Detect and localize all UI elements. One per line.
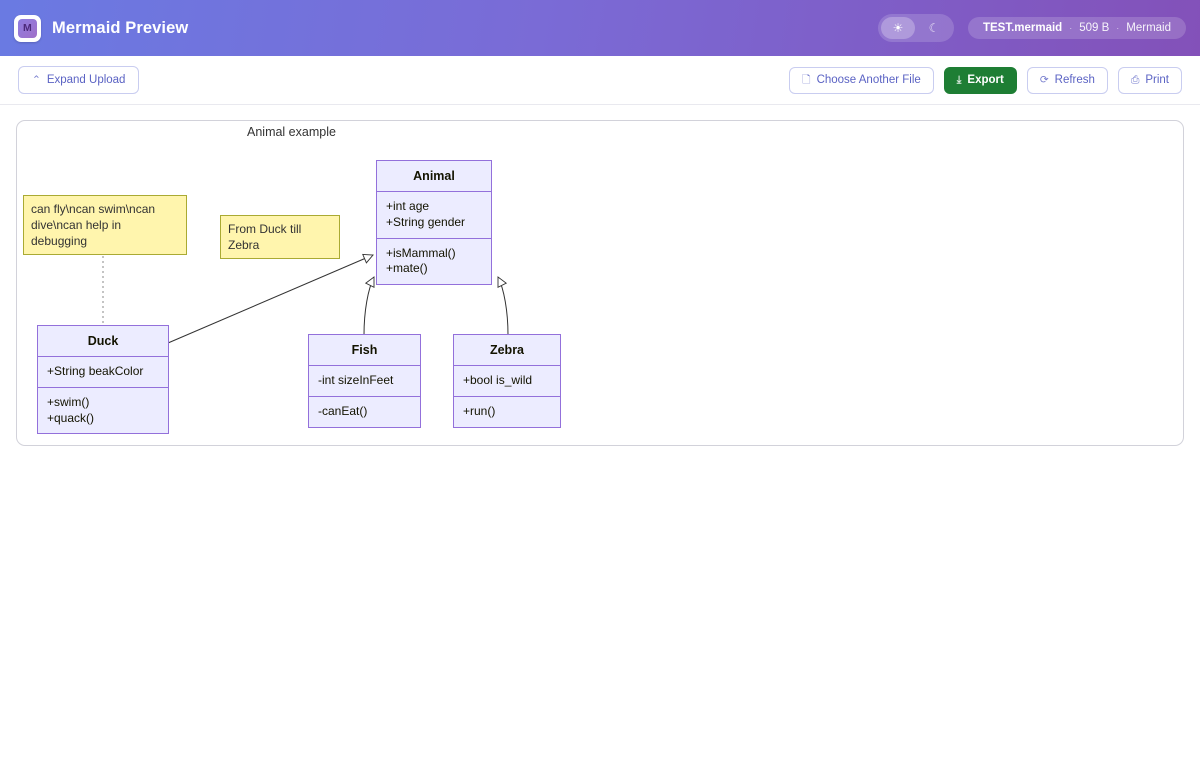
class-zebra[interactable]: Zebra +bool is_wild +run() <box>453 334 561 428</box>
refresh-button[interactable]: ⟳ Refresh <box>1026 66 1108 94</box>
file-size: 509 B <box>1079 22 1110 34</box>
theme-toggle[interactable]: ☀ ☾ <box>877 14 954 42</box>
class-animal[interactable]: Animal +int age +String gender +isMammal… <box>376 160 492 286</box>
chevron-up-icon: ⌃ <box>32 73 41 86</box>
expand-upload-label: Expand Upload <box>46 74 126 86</box>
choose-another-file-button[interactable]: 🗋 Choose Another File <box>789 66 934 94</box>
attribute: +String gender <box>386 214 466 229</box>
choose-another-file-label: Choose Another File <box>816 74 921 86</box>
export-label: Export <box>967 74 1004 86</box>
class-fish[interactable]: Fish -int sizeInFeet -canEat() <box>308 334 421 428</box>
print-button[interactable]: ⎙ Print <box>1117 66 1182 94</box>
printer-icon: ⎙ <box>1130 73 1140 86</box>
relations-svg <box>102 241 509 344</box>
method: -canEat() <box>318 403 368 418</box>
relation-zebra-animal <box>498 277 509 336</box>
class-zebra-methods: +run() <box>454 395 560 427</box>
note-duck: can fly\ncan swim\ncan dive\ncan help in… <box>23 195 187 256</box>
diagram-canvas[interactable]: Animal example can fly\ncan swi <box>16 120 1184 446</box>
class-animal-methods: +isMammal() +mate() <box>377 237 491 285</box>
file-type: Mermaid <box>1126 22 1171 34</box>
toolbar-actions: 🗋 Choose Another File ⤓ Export ⟳ Refresh… <box>789 66 1182 94</box>
class-duck-attributes: +String beakColor <box>38 356 168 387</box>
class-duck[interactable]: Duck +String beakColor +swim() +quack() <box>37 325 169 435</box>
header-right: ☀ ☾ TEST.mermaid · 509 B · Mermaid <box>877 14 1186 42</box>
method: +swim() <box>47 394 90 409</box>
method: +run() <box>463 403 496 418</box>
file-info-pill: TEST.mermaid · 509 B · Mermaid <box>967 17 1186 39</box>
separator-2: · <box>1116 23 1120 33</box>
page-title: Mermaid Preview <box>52 18 189 37</box>
app-header: M Mermaid Preview ☀ ☾ TEST.mermaid · 509… <box>0 0 1200 56</box>
attribute: +String beakColor <box>47 364 144 378</box>
class-zebra-attributes: +bool is_wild <box>454 365 560 396</box>
attribute: +int age <box>386 199 430 213</box>
print-label: Print <box>1145 74 1169 86</box>
class-duck-name: Duck <box>87 334 119 348</box>
class-fish-name: Fish <box>351 343 378 357</box>
brand: M Mermaid Preview <box>14 14 189 42</box>
export-button[interactable]: ⤓ Export <box>943 66 1017 94</box>
file-name: TEST.mermaid <box>982 22 1063 34</box>
class-zebra-name: Zebra <box>489 343 525 357</box>
attribute: +bool is_wild <box>463 373 533 387</box>
file-icon: 🗋 <box>802 73 811 86</box>
attribute: -int sizeInFeet <box>318 373 394 387</box>
refresh-icon: ⟳ <box>1039 73 1049 86</box>
class-fish-methods: -canEat() <box>309 395 420 427</box>
relation-fish-animal <box>363 277 374 336</box>
sun-icon[interactable]: ☀ <box>880 17 915 39</box>
note-range: From Duck till Zebra <box>220 215 340 260</box>
method: +isMammal() <box>386 245 456 260</box>
class-fish-attributes: -int sizeInFeet <box>309 365 420 396</box>
expand-upload-button[interactable]: ⌃ Expand Upload <box>18 66 140 94</box>
class-animal-name: Animal <box>413 169 455 183</box>
method: +mate() <box>386 261 428 276</box>
class-duck-methods: +swim() +quack() <box>38 386 168 434</box>
download-icon: ⤓ <box>956 73 962 86</box>
relation-duck-animal <box>167 255 373 344</box>
class-animal-attributes: +int age +String gender <box>377 191 491 238</box>
refresh-label: Refresh <box>1054 74 1095 86</box>
diagram-connectors <box>17 121 1183 445</box>
method: +quack() <box>47 410 95 425</box>
separator-1: · <box>1069 23 1073 33</box>
logo-letter-m: M <box>18 18 37 38</box>
toolbar: ⌃ Expand Upload 🗋 Choose Another File ⤓ … <box>0 56 1200 105</box>
diagram-title: Animal example <box>247 125 336 139</box>
moon-icon[interactable]: ☾ <box>928 21 940 35</box>
canvas-wrapper: Animal example can fly\ncan swi <box>0 105 1200 446</box>
app-logo: M <box>14 14 41 42</box>
